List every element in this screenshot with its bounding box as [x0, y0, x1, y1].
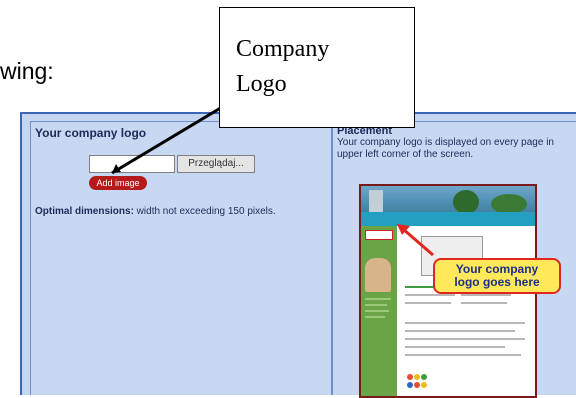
callout-arrow	[402, 227, 434, 257]
preview-text-line	[405, 302, 451, 304]
preview-text-line	[405, 286, 445, 288]
placement-description: Your company logo is displayed on every …	[337, 137, 554, 160]
preview-text-line	[461, 294, 511, 296]
company-logo-label: Company Logo	[236, 32, 329, 102]
preview-text-line	[405, 338, 525, 340]
dims-label: Optimal dimensions:	[35, 206, 134, 217]
company-logo-line-1: Company	[236, 36, 330, 62]
browse-button[interactable]: Przeglądaj...	[177, 155, 255, 173]
slide-text-fragment: wing:	[0, 58, 54, 84]
logo-placement-callout: Your company logo goes here	[433, 258, 561, 294]
placement-heading: Placement	[337, 125, 393, 137]
preview-nav-line	[365, 316, 385, 318]
preview-nav-line	[365, 310, 389, 312]
optimal-dimensions-note: Optimal dimensions: width not exceeding …	[35, 206, 276, 217]
add-image-button[interactable]: Add image	[89, 176, 147, 190]
preview-building	[369, 190, 383, 218]
preview-nav-line	[365, 298, 391, 300]
logo-settings-form: Your company logo Przeglądaj... Add imag…	[30, 121, 576, 398]
preview-tree	[491, 194, 527, 214]
preview-text-line	[405, 330, 515, 332]
preview-text-line	[405, 354, 521, 356]
dims-value: width not exceeding 150 pixels.	[133, 206, 276, 217]
preview-nav-line	[365, 304, 387, 306]
preview-text-line	[461, 302, 507, 304]
callout-line-2: logo goes here	[454, 275, 540, 289]
arrow-head-icon	[112, 164, 121, 173]
preview-text-line	[405, 322, 525, 324]
preview-logo-slot	[365, 230, 393, 240]
preview-person-photo	[365, 258, 391, 292]
callout-line-1: Your company	[455, 262, 539, 276]
screenshot-panel: Your company logo Przeglądaj... Add imag…	[20, 112, 576, 398]
preview-tree	[453, 190, 479, 214]
logo-file-input[interactable]	[89, 155, 175, 173]
column-divider	[331, 122, 333, 395]
logo-section-heading: Your company logo	[35, 126, 147, 140]
callout-arrow-head-icon	[397, 224, 410, 235]
preview-water	[361, 212, 535, 226]
preview-footer-logo	[407, 374, 429, 390]
preview-text-line	[405, 294, 455, 296]
preview-text-line	[405, 346, 505, 348]
company-logo-line-2: Logo	[236, 71, 287, 97]
company-logo-callout-box: Company Logo	[219, 7, 415, 128]
